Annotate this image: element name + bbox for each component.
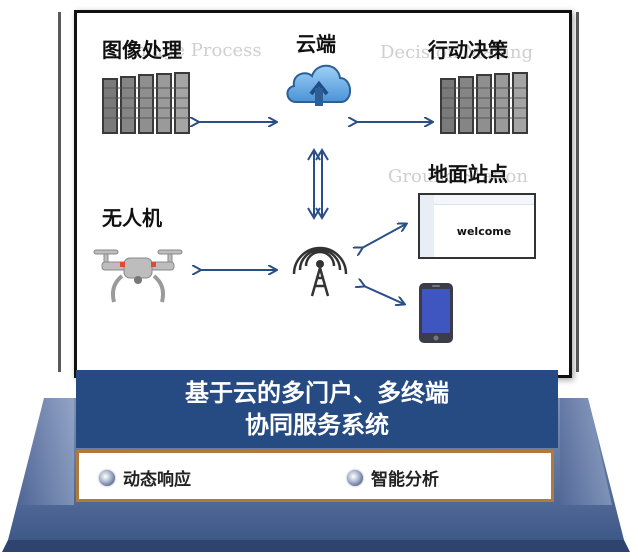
node-label-cloud: 云端 <box>296 32 336 56</box>
features-box: 动态响应 智能分析 <box>76 450 554 502</box>
system-title-box: 基于云的多门户、多终端 协同服务系统 <box>76 370 558 448</box>
feature-item: 动态响应 <box>99 465 191 490</box>
drone-icon <box>93 249 183 303</box>
screen-welcome-text: welcome <box>456 225 512 238</box>
screen-sidebar <box>420 195 434 257</box>
node-label-decision: 行动决策 <box>428 38 508 62</box>
left-frame-line <box>58 12 61 372</box>
ghost-text-image-process: Image Process <box>128 40 262 61</box>
smartphone-icon <box>419 283 453 343</box>
screen-toolbar <box>434 195 534 205</box>
signal-tower-icon <box>292 246 348 297</box>
node-label-ground-station: 地面站点 <box>428 162 508 186</box>
node-label-image-processing: 图像处理 <box>102 38 182 62</box>
system-title-line1: 基于云的多门户、多终端 <box>185 379 449 407</box>
node-label-uav: 无人机 <box>102 206 162 230</box>
bullet-icon <box>99 469 115 486</box>
server-rack-icon <box>102 72 190 134</box>
bullet-icon <box>347 469 363 486</box>
ghost-text-ground-station: Ground Station <box>388 166 528 187</box>
feature-label: 动态响应 <box>123 470 191 490</box>
feature-label: 智能分析 <box>371 470 439 490</box>
ghost-text-decision: Decision Making <box>380 42 534 63</box>
system-title-line2: 协同服务系统 <box>245 411 389 439</box>
ground-station-screen: welcome <box>418 193 536 259</box>
arrow-cloud-tower <box>307 148 329 220</box>
feature-item: 智能分析 <box>347 465 439 490</box>
arrow-tower-screen <box>362 224 406 248</box>
server-rack-icon <box>440 72 528 134</box>
arrow-tower-phone <box>364 286 404 304</box>
cloud-upload-icon <box>286 64 351 106</box>
right-frame-line <box>576 12 579 372</box>
